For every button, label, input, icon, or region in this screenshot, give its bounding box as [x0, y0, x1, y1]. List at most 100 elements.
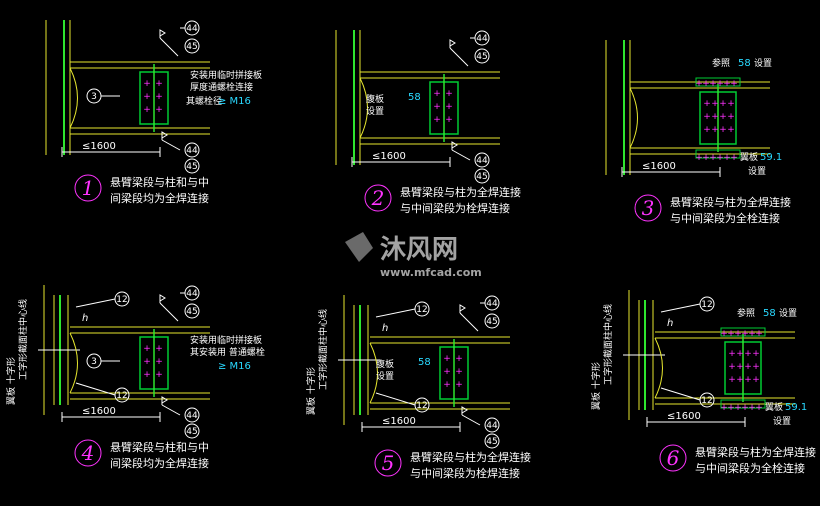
flange-plate-setting: 设置: [779, 308, 797, 319]
note-line-3: 其螺栓径: [186, 95, 222, 107]
tag-12-bottom: 12: [116, 391, 127, 401]
column-type-note: 翼板 十字形: [590, 362, 602, 410]
leader-line: [75, 298, 116, 308]
bolt-mark: +: [443, 380, 451, 390]
bolt-mark: +: [716, 153, 724, 163]
haunch-curve: [69, 332, 78, 394]
web-plate-value: 58: [408, 92, 421, 103]
caption-line-2: 间梁段均为全焊连接: [110, 456, 209, 470]
h-label: h: [667, 318, 673, 329]
bolt-mark: +: [723, 79, 731, 89]
bolt-mark: +: [711, 125, 719, 135]
note-line-2: 厚度通螺栓连接: [190, 81, 253, 93]
caption-number: 4: [81, 441, 95, 465]
leader-line: [159, 302, 179, 322]
bolt-mark: +: [445, 115, 453, 125]
bolt-mark: +: [723, 153, 731, 163]
bolt-mark: +: [730, 79, 738, 89]
tag-44-bottom: 44: [186, 411, 198, 421]
flange-plate-value: 58: [738, 58, 751, 69]
watermark-url: www.mfcad.com: [380, 266, 482, 279]
bolt-mark: +: [736, 362, 744, 372]
h-label: h: [382, 323, 388, 334]
bolt-mark: +: [155, 105, 163, 115]
bolt-mark: +: [703, 112, 711, 122]
bolt-mark: +: [734, 403, 742, 413]
tag-44-bottom: 44: [476, 156, 488, 166]
bolt-mark: +: [752, 375, 760, 385]
bolt-mark: +: [445, 89, 453, 99]
tag-45-top-bubble: [184, 303, 200, 319]
web-plate-setting: 设置: [366, 106, 384, 117]
leader-line: [161, 404, 181, 416]
caption-number: 3: [642, 196, 655, 220]
bolt-mark: +: [695, 153, 703, 163]
caption-number: 1: [82, 176, 95, 200]
bolt-mark: +: [730, 153, 738, 163]
dimension-text: ≤1600: [372, 151, 406, 162]
bolt-mark: +: [719, 99, 727, 109]
bolt-mark: +: [695, 79, 703, 89]
leader-line: [459, 312, 479, 332]
bottom-plate-setting: 设置: [748, 166, 766, 177]
haunch-curve: [359, 77, 368, 139]
caption-number-circle: [74, 439, 102, 467]
dimension-text: ≤1600: [667, 411, 701, 422]
web-plate-label: 腹板: [376, 358, 394, 370]
tag-45-bottom-bubble: [184, 423, 200, 439]
tag-45-top: 45: [486, 317, 497, 327]
bottom-plate-label: 翼板: [740, 151, 758, 163]
bolt-mark: +: [143, 370, 151, 380]
tag-45-bottom: 45: [186, 162, 197, 172]
bolt-mark: +: [455, 380, 463, 390]
tag-44-top: 44: [186, 289, 198, 299]
caption-line-1: 悬臂梁段与柱为全焊连接: [670, 195, 791, 209]
caption-number-circle: [659, 444, 687, 472]
tag-12-bottom: 12: [416, 401, 427, 411]
bolt-mark: +: [155, 79, 163, 89]
tag-45-bottom-bubble: [474, 168, 490, 184]
bolt-mark: +: [741, 403, 749, 413]
bolt-mark: +: [455, 367, 463, 377]
tag-44-bottom-bubble: [484, 417, 500, 433]
caption-line-2: 与中间梁段为全栓连接: [695, 461, 805, 475]
note-line-2: 其安装用 普通螺栓: [190, 346, 265, 358]
bolt-mark: +: [752, 349, 760, 359]
caption-line-1: 悬臂梁段与柱和与中: [110, 175, 209, 189]
bolt-mark: +: [443, 367, 451, 377]
tag-44-bottom-bubble: [184, 407, 200, 423]
bolt-mark: +: [720, 403, 728, 413]
tag-12-top: 12: [416, 305, 427, 315]
bolt-mark: +: [755, 403, 763, 413]
bolt-mark: +: [155, 370, 163, 380]
bolt-mark: +: [703, 125, 711, 135]
bolt-mark: +: [719, 112, 727, 122]
leader-line: [161, 139, 181, 151]
leader-line: [660, 303, 701, 313]
flange-plate-value: 58: [763, 308, 776, 319]
bolt-mark: +: [727, 125, 735, 135]
bolt-mark: +: [143, 92, 151, 102]
flag-icon: [461, 406, 468, 415]
tag-44-bottom: 44: [486, 421, 498, 431]
bolt-mark: +: [748, 329, 756, 339]
bolt-size: ≥ M16: [218, 96, 251, 107]
tag-45-bottom-bubble: [484, 433, 500, 449]
tag-45-top-bubble: [484, 313, 500, 329]
flange-plate-bottom: [720, 399, 766, 409]
flange-plate-setting: 设置: [754, 58, 772, 69]
bolt-mark: +: [702, 79, 710, 89]
bolt-mark: +: [719, 125, 727, 135]
bolt-mark: +: [752, 362, 760, 372]
dimension-text: ≤1600: [382, 416, 416, 427]
tag-45-top: 45: [186, 307, 197, 317]
tag-45-top: 45: [476, 52, 487, 62]
bolt-mark: +: [716, 79, 724, 89]
flange-plate-top: [720, 327, 766, 337]
leader-line: [461, 414, 481, 426]
flag-icon: [161, 131, 168, 140]
